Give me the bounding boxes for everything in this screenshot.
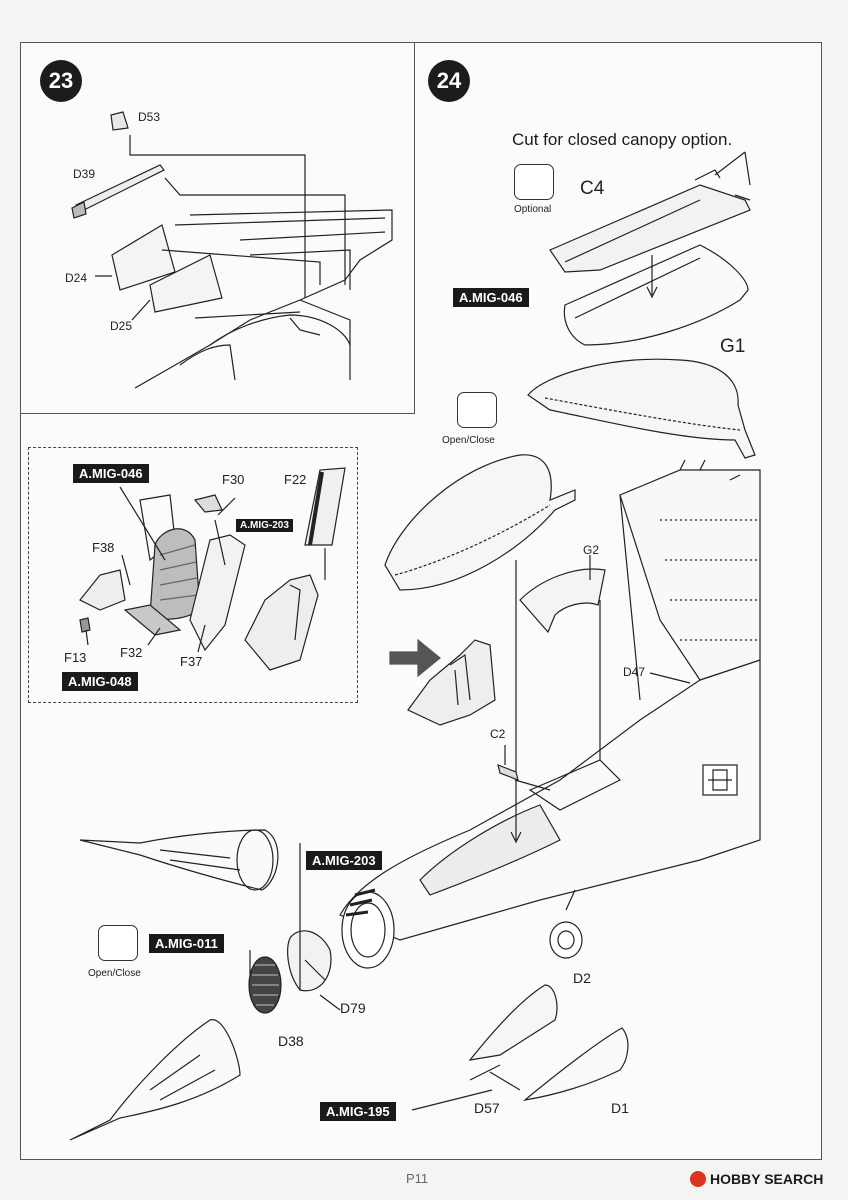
part-label-d1: D1 xyxy=(611,1100,629,1116)
watermark-text: HOBBY SEARCH xyxy=(710,1171,824,1187)
part-label-f30: F30 xyxy=(222,472,245,487)
paint-code-seat-203: A.MIG-203 xyxy=(236,519,293,532)
part-label-g1: G1 xyxy=(720,336,746,357)
part-label-f32: F32 xyxy=(120,645,143,660)
paint-code-nose-011: A.MIG-011 xyxy=(149,934,224,953)
seat-subassembly-box xyxy=(28,447,358,703)
part-label-d38: D38 xyxy=(278,1033,304,1049)
paint-code-canopy: A.MIG-046 xyxy=(453,288,529,307)
part-label-d53: D53 xyxy=(138,110,161,124)
paint-code-seat-046: A.MIG-046 xyxy=(73,464,149,483)
step-23-panel xyxy=(20,42,415,414)
part-label-d47: D47 xyxy=(623,665,646,679)
step-24-number: 24 xyxy=(428,60,470,102)
step-23-number: 23 xyxy=(40,60,82,102)
part-label-d79: D79 xyxy=(340,1000,366,1016)
part-label-f37: F37 xyxy=(180,654,203,669)
part-label-d25: D25 xyxy=(110,319,133,333)
page-number: P11 xyxy=(406,1171,429,1186)
paint-code-seat-048: A.MIG-048 xyxy=(62,672,138,691)
open-close-rotate-icon-bottom xyxy=(98,925,138,961)
part-label-d24: D24 xyxy=(65,271,88,285)
part-label-g2: G2 xyxy=(583,543,600,557)
canopy-cut-note: Cut for closed canopy option. xyxy=(512,130,733,149)
part-label-c2: C2 xyxy=(490,727,506,741)
part-label-f38: F38 xyxy=(92,540,115,555)
part-label-f13: F13 xyxy=(64,650,87,665)
part-label-d57: D57 xyxy=(474,1100,500,1116)
part-label-c4: C4 xyxy=(580,178,605,199)
optional-rotate-icon xyxy=(514,164,554,200)
watermark-logo-icon xyxy=(690,1171,706,1187)
part-label-d2: D2 xyxy=(573,970,591,986)
site-watermark: HOBBY SEARCH xyxy=(690,1171,823,1187)
open-close-rotate-icon-top xyxy=(457,392,497,428)
open-close-label-bottom: Open/Close xyxy=(88,968,141,979)
open-close-label-top: Open/Close xyxy=(442,435,495,446)
part-label-f22: F22 xyxy=(284,472,307,487)
paint-code-nose-203: A.MIG-203 xyxy=(306,851,382,870)
part-label-d39: D39 xyxy=(73,167,96,181)
optional-label: Optional xyxy=(514,204,552,215)
paint-code-probe-195: A.MIG-195 xyxy=(320,1102,396,1121)
